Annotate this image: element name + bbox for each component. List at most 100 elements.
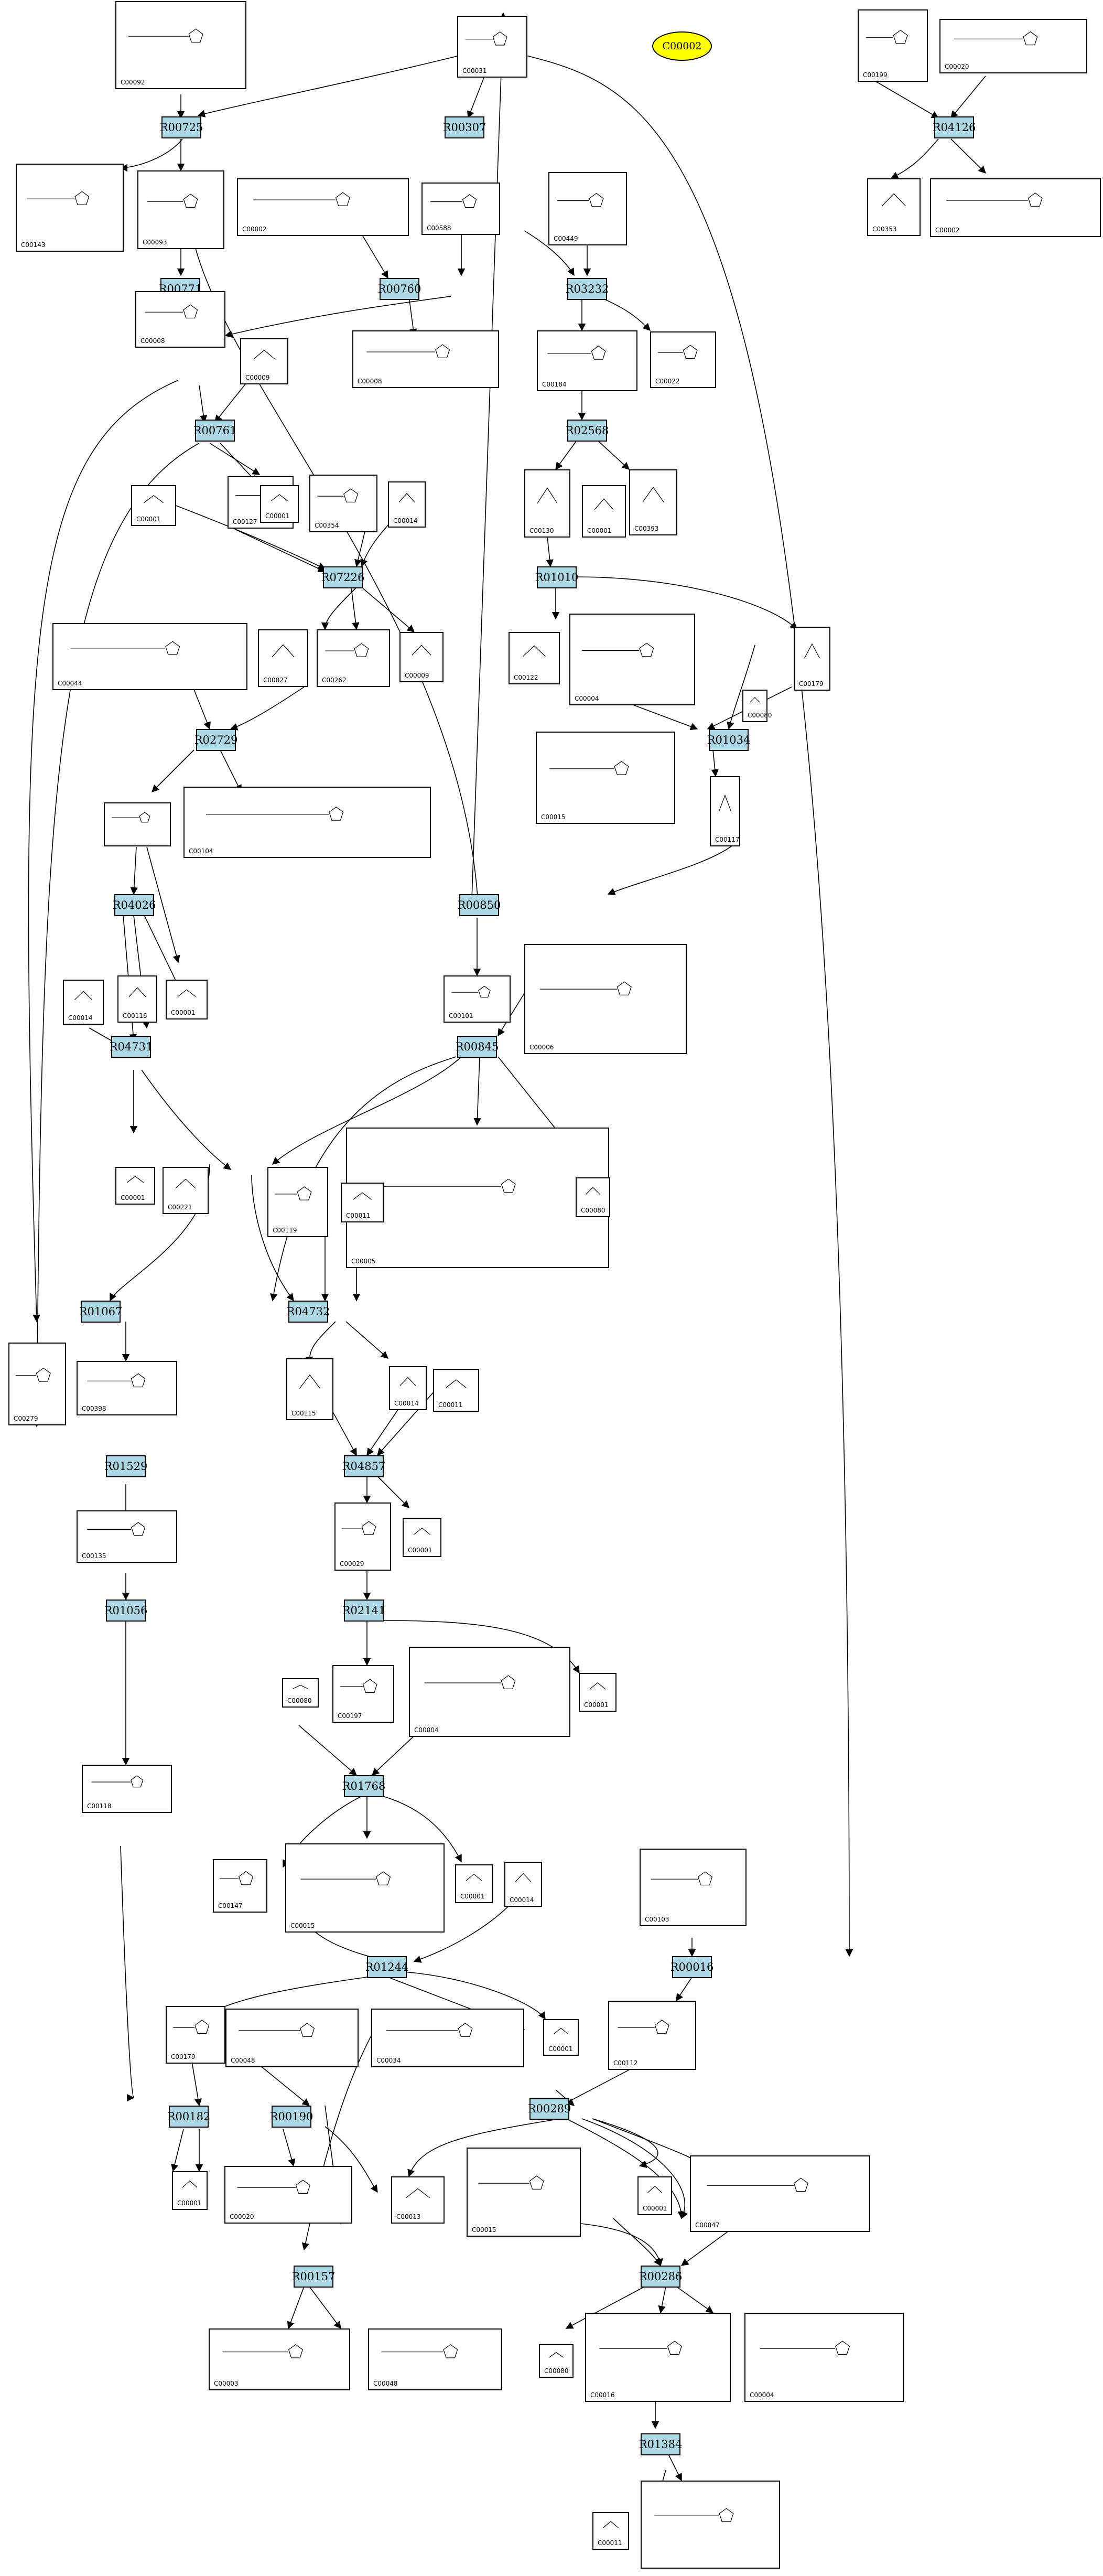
reaction-node[interactable]: R00761 — [193, 420, 236, 442]
reaction-node[interactable]: R00190 — [270, 2106, 313, 2128]
compound-node[interactable]: C00449 — [548, 172, 627, 245]
compound-node[interactable]: C00184 — [537, 330, 637, 391]
compound-node[interactable]: C00009 — [399, 632, 444, 682]
compound-node[interactable]: C00130 — [524, 469, 570, 538]
compound-node[interactable]: C00029 — [334, 1502, 391, 1571]
compound-node[interactable]: C00001 — [131, 485, 176, 526]
reaction-node[interactable]: R04026 — [113, 894, 156, 916]
compound-node[interactable]: C00122 — [509, 632, 560, 684]
compound-node[interactable]: C00080 — [576, 1177, 610, 1217]
compound-node[interactable]: C00092 — [115, 1, 246, 89]
compound-node[interactable]: C00279 — [8, 1343, 66, 1425]
compound-node[interactable]: C00001 — [582, 485, 626, 538]
compound-node[interactable]: C00004 — [744, 2313, 904, 2402]
compound-node[interactable]: C00117 — [710, 776, 740, 846]
reaction-node[interactable]: R00760 — [378, 278, 421, 300]
compound-node[interactable]: C00014 — [63, 980, 104, 1025]
compound-node[interactable]: C00048 — [368, 2328, 502, 2390]
compound-node[interactable]: C00147 — [213, 1859, 267, 1913]
compound-node[interactable]: C00001 — [455, 1864, 493, 1903]
compound-node[interactable]: C00003 — [209, 2328, 350, 2390]
reaction-node[interactable]: R01244 — [365, 1956, 408, 1978]
compound-node[interactable]: C00221 — [163, 1167, 209, 1214]
reaction-node[interactable]: R04126 — [933, 116, 976, 138]
compound-node[interactable]: C00393 — [629, 469, 677, 535]
compound-node[interactable]: C00002 — [930, 178, 1101, 237]
compound-node[interactable]: C00143 — [16, 164, 124, 252]
compound-node[interactable]: C00047 — [690, 2155, 870, 2232]
reaction-node[interactable]: R00850 — [458, 894, 501, 916]
reaction-node[interactable]: R01034 — [707, 729, 750, 751]
compound-node[interactable]: C00008 — [135, 291, 225, 348]
compound-node[interactable]: C00199 — [858, 9, 928, 82]
reaction-node[interactable]: R02729 — [194, 729, 237, 751]
compound-node[interactable]: C00354 — [309, 475, 377, 532]
compound-node[interactable]: C00093 — [137, 170, 224, 249]
reaction-node[interactable]: R00157 — [292, 2266, 335, 2288]
compound-node[interactable]: C00115 — [286, 1358, 333, 1420]
compound-node[interactable]: C00262 — [317, 629, 390, 687]
compound-node[interactable]: C00002 — [237, 178, 409, 236]
compound-node[interactable]: C00118 — [82, 1765, 172, 1813]
compound-node[interactable]: C00016 — [585, 2313, 731, 2402]
compound-node[interactable]: C00034 — [371, 2009, 524, 2067]
compound-node[interactable]: C00004 — [569, 614, 695, 705]
compound-node[interactable]: C00004 — [409, 1647, 570, 1737]
compound-node[interactable]: C00112 — [608, 2001, 696, 2070]
compound-node[interactable] — [104, 802, 171, 846]
compound-node[interactable]: C00014 — [389, 1366, 427, 1410]
compound-node[interactable]: C00027 — [258, 629, 308, 687]
compound-node[interactable]: C00588 — [421, 183, 500, 235]
compound-node[interactable]: C00001 — [166, 980, 208, 1019]
compound-node[interactable]: C00001 — [579, 1673, 617, 1712]
compound-node[interactable]: C00011 — [433, 1369, 479, 1412]
compound-node[interactable]: C00080 — [742, 690, 772, 722]
compound-node[interactable]: C00011 — [592, 2512, 629, 2550]
compound-node[interactable]: C00044 — [52, 623, 247, 690]
compound-node[interactable]: C00015 — [467, 2148, 581, 2237]
reaction-node[interactable]: R01010 — [535, 566, 578, 588]
compound-node[interactable]: C00001 — [260, 485, 299, 523]
reaction-node[interactable]: R04732 — [287, 1301, 330, 1323]
compound-node[interactable]: C00179 — [166, 2006, 225, 2064]
compound-node[interactable]: C00116 — [117, 975, 157, 1023]
compound-node[interactable]: C00022 — [650, 331, 716, 388]
reaction-node[interactable]: R01529 — [104, 1455, 147, 1477]
compound-node[interactable]: C00179 — [794, 627, 830, 691]
reaction-node[interactable]: R01056 — [104, 1600, 147, 1622]
compound-node[interactable]: C00197 — [332, 1665, 394, 1723]
compound-node[interactable]: C00048 — [225, 2009, 359, 2067]
compound-node[interactable]: C00020 — [224, 2166, 352, 2224]
compound-node[interactable]: C00020 — [939, 19, 1087, 73]
compound-node[interactable]: C00080 — [282, 1678, 319, 1708]
compound-node[interactable]: C00101 — [444, 975, 511, 1023]
compound-node[interactable]: C00001 — [637, 2176, 672, 2215]
compound-node[interactable]: C00103 — [640, 1849, 747, 1926]
reaction-node[interactable]: R02568 — [566, 420, 609, 442]
reaction-node[interactable]: R00289 — [528, 2098, 571, 2120]
compound-node[interactable]: C00014 — [504, 1862, 542, 1907]
compound-node[interactable]: C00001 — [543, 2019, 579, 2056]
reaction-node[interactable]: R04857 — [342, 1455, 385, 1477]
compound-node[interactable]: C00011 — [341, 1183, 384, 1222]
reaction-node[interactable]: R04731 — [110, 1036, 153, 1058]
reaction-node[interactable]: R00182 — [167, 2106, 210, 2128]
reaction-node[interactable]: R01384 — [639, 2433, 682, 2455]
compound-node[interactable]: C00005 — [346, 1128, 609, 1268]
compound-node[interactable]: C00015 — [536, 732, 675, 824]
compound-node[interactable]: C00001 — [403, 1518, 441, 1557]
reaction-node[interactable]: R00725 — [160, 116, 203, 138]
reaction-node[interactable]: R00286 — [639, 2266, 682, 2288]
compound-node[interactable]: C00001 — [172, 2171, 208, 2210]
reaction-node[interactable]: R02141 — [342, 1600, 385, 1622]
compound-node[interactable]: C00015 — [285, 1843, 445, 1933]
reaction-node[interactable]: R07226 — [321, 566, 364, 588]
reaction-node[interactable]: R01067 — [79, 1301, 122, 1323]
compound-node[interactable]: C00008 — [352, 330, 499, 388]
reaction-node[interactable]: R00307 — [443, 116, 486, 138]
compound-node[interactable]: C00080 — [539, 2344, 574, 2378]
compound-node[interactable]: C00119 — [267, 1167, 328, 1237]
compound-node[interactable]: C00006 — [524, 944, 687, 1054]
compound-node[interactable]: C00135 — [77, 1510, 177, 1563]
reaction-node[interactable]: R00016 — [671, 1956, 713, 1978]
